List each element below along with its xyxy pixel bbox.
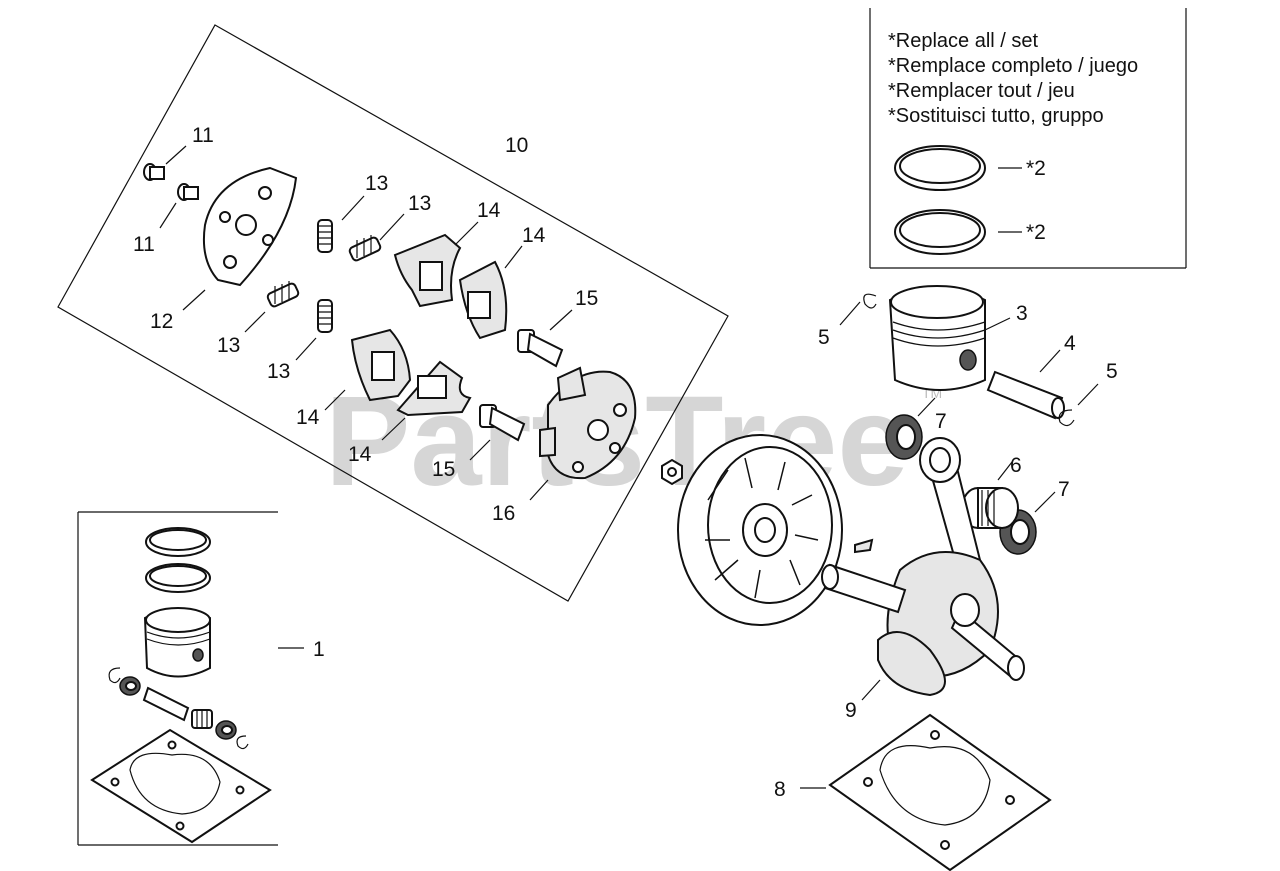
callout-14d: 14 (348, 443, 372, 466)
cylinder-gasket-icon (828, 713, 1052, 871)
clutch-shoe-icon (396, 360, 472, 417)
legend-ring-qty-1: *2 (1026, 157, 1046, 180)
callout-14a: 14 (477, 199, 501, 222)
callout-5a: 5 (818, 326, 830, 349)
callout-1: 1 (313, 638, 325, 661)
kit-washer-icon (119, 676, 141, 696)
piston-pin-icon (986, 370, 1065, 420)
callout-3: 3 (1016, 302, 1028, 325)
clutch-spring-icon (317, 219, 333, 253)
piston-ring-icon (894, 145, 986, 191)
crankshaft-icon (821, 437, 1025, 697)
clutch-spring-icon (266, 281, 300, 308)
kit-ring-icon (145, 563, 211, 593)
clutch-spring-icon (317, 299, 333, 333)
kit-piston-icon (143, 607, 211, 678)
clutch-assembly-frame (57, 24, 729, 602)
clutch-shoe-icon (393, 233, 462, 308)
replace-set-legend: *Replace all / set *Remplace completo / … (869, 8, 1187, 269)
clutch-plate-icon (202, 166, 298, 287)
callout-4: 4 (1064, 332, 1076, 355)
callout-5b: 5 (1106, 360, 1118, 383)
callout-13b: 13 (408, 192, 431, 215)
legend-ring-qty-2: *2 (1026, 221, 1046, 244)
piston-kit-frame (77, 511, 278, 846)
callout-9: 9 (845, 699, 857, 722)
callout-11a: 11 (192, 124, 214, 147)
clutch-pin-icon (177, 183, 199, 201)
callout-16: 16 (492, 502, 515, 525)
clutch-shoe-icon (350, 328, 412, 402)
callout-15a: 15 (575, 287, 598, 310)
legend-line-en: *Replace all / set (888, 30, 1039, 52)
callout-6: 6 (1010, 454, 1022, 477)
callout-14b: 14 (522, 224, 546, 247)
callout-13c: 13 (217, 334, 240, 357)
callout-15b: 15 (432, 458, 455, 481)
clutch-drum-icon (539, 366, 637, 480)
thrust-washer-icon (885, 414, 923, 460)
callout-8: 8 (774, 778, 786, 801)
kit-gasket-icon (90, 728, 272, 844)
clutch-bolt-icon (517, 329, 564, 368)
flywheel-icon (677, 434, 843, 626)
kit-pin-icon (142, 686, 190, 722)
clutch-spring-icon (348, 235, 382, 262)
legend-line-es: *Remplace completo / juego (888, 55, 1138, 77)
callout-12: 12 (150, 310, 173, 333)
callout-11b: 11 (133, 233, 155, 256)
kit-circlip-icon (108, 667, 121, 684)
clutch-shoe-icon (458, 260, 508, 340)
legend-line-fr: *Remplacer tout / jeu (888, 80, 1075, 102)
callout-13a: 13 (365, 172, 388, 195)
callout-7a: 7 (935, 410, 947, 433)
callout-7b: 7 (1058, 478, 1070, 501)
callout-13d: 13 (267, 360, 290, 383)
kit-circlip-icon (236, 735, 249, 750)
piston-ring-icon (894, 209, 986, 255)
circlip-icon (1058, 409, 1075, 427)
circlip-icon (863, 293, 877, 309)
needle-bearing-icon (961, 487, 1019, 529)
clutch-pin-icon (143, 163, 165, 181)
callout-14c: 14 (296, 406, 320, 429)
piston-icon (888, 285, 986, 391)
kit-bearing-icon (191, 709, 213, 729)
kit-washer-icon (215, 720, 237, 740)
clutch-bolt-icon (479, 404, 526, 442)
callout-10: 10 (505, 134, 528, 157)
kit-ring-icon (145, 527, 211, 557)
legend-line-it: *Sostituisci tutto, gruppo (888, 105, 1104, 127)
flywheel-nut-icon (661, 458, 683, 486)
